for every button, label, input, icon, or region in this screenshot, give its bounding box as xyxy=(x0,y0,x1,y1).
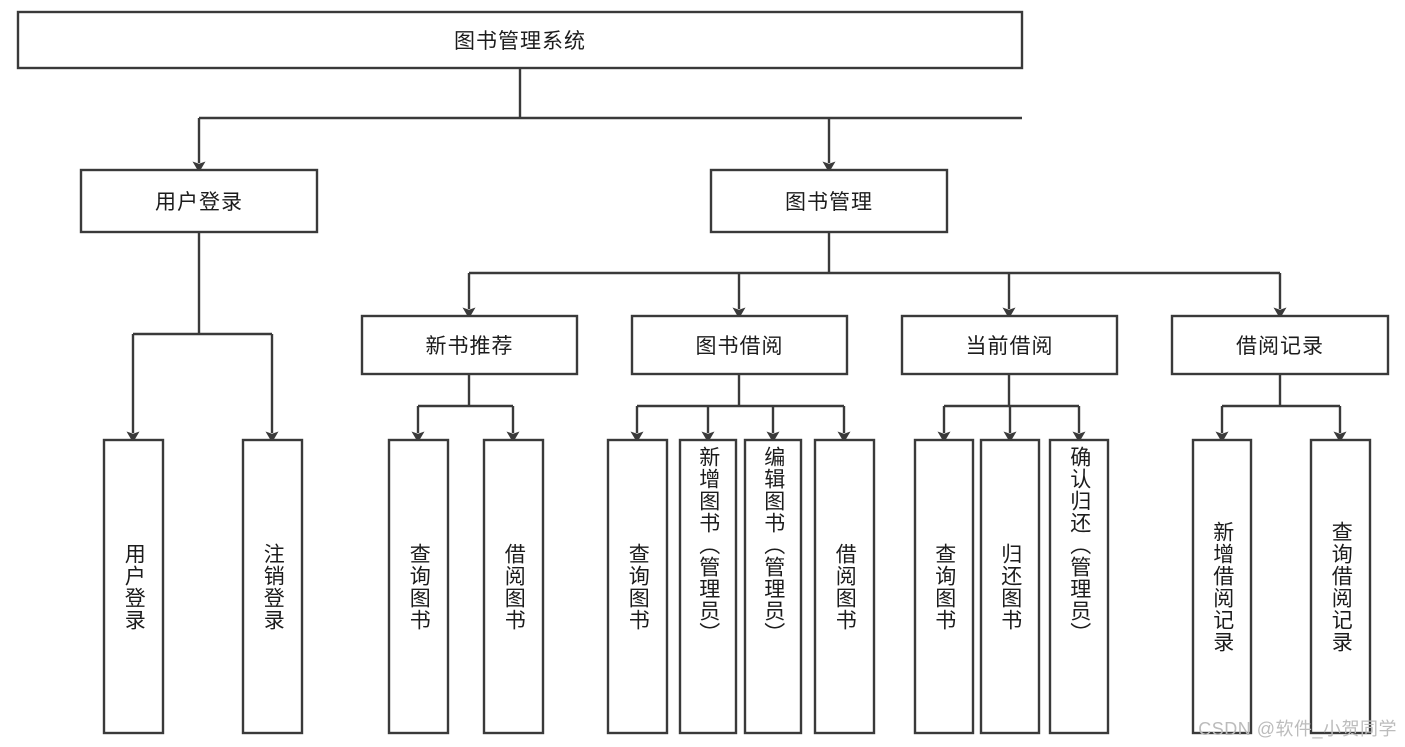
connector-book-borrow-bus xyxy=(630,374,851,443)
node-box-leaf-book-borrow-2[interactable] xyxy=(743,438,803,735)
connector-borrow-record-bus xyxy=(1215,374,1347,443)
node-box-leaf-user-login-0[interactable] xyxy=(102,438,165,735)
connector-root-bus xyxy=(192,68,1022,173)
node-box-leaf-current-borrow-0[interactable] xyxy=(913,438,975,735)
node-box-leaf-book-borrow-1[interactable] xyxy=(678,438,738,735)
node-box-leaf-new-book-0[interactable] xyxy=(387,438,450,735)
connector-book-manage-bus xyxy=(462,232,1287,319)
node-box-leaf-new-book-1[interactable] xyxy=(482,438,545,735)
node-box-leaf-borrow-record-1[interactable] xyxy=(1309,438,1372,735)
node-box-leaf-book-borrow-3[interactable] xyxy=(813,438,876,735)
node-box-leaf-user-login-1[interactable] xyxy=(241,438,304,735)
node-box-leaf-current-borrow-1[interactable] xyxy=(979,438,1041,735)
connector-new-book-bus xyxy=(411,374,520,443)
node-box-current-borrow[interactable] xyxy=(900,314,1119,376)
node-box-book-manage[interactable] xyxy=(709,168,949,234)
connector-user-login-bus xyxy=(126,232,279,443)
node-box-new-book-recommend[interactable] xyxy=(360,314,579,376)
node-box-user-login[interactable] xyxy=(79,168,319,234)
node-box-borrow-record[interactable] xyxy=(1170,314,1390,376)
node-box-root[interactable] xyxy=(16,10,1024,70)
connector-current-borrow-bus xyxy=(937,374,1086,443)
node-box-book-borrow[interactable] xyxy=(630,314,849,376)
node-box-leaf-borrow-record-0[interactable] xyxy=(1191,438,1253,735)
watermark: CSDN @软件_小贺同学 xyxy=(1198,719,1397,739)
node-box-leaf-current-borrow-2[interactable] xyxy=(1048,438,1110,735)
node-box-leaf-book-borrow-0[interactable] xyxy=(606,438,669,735)
